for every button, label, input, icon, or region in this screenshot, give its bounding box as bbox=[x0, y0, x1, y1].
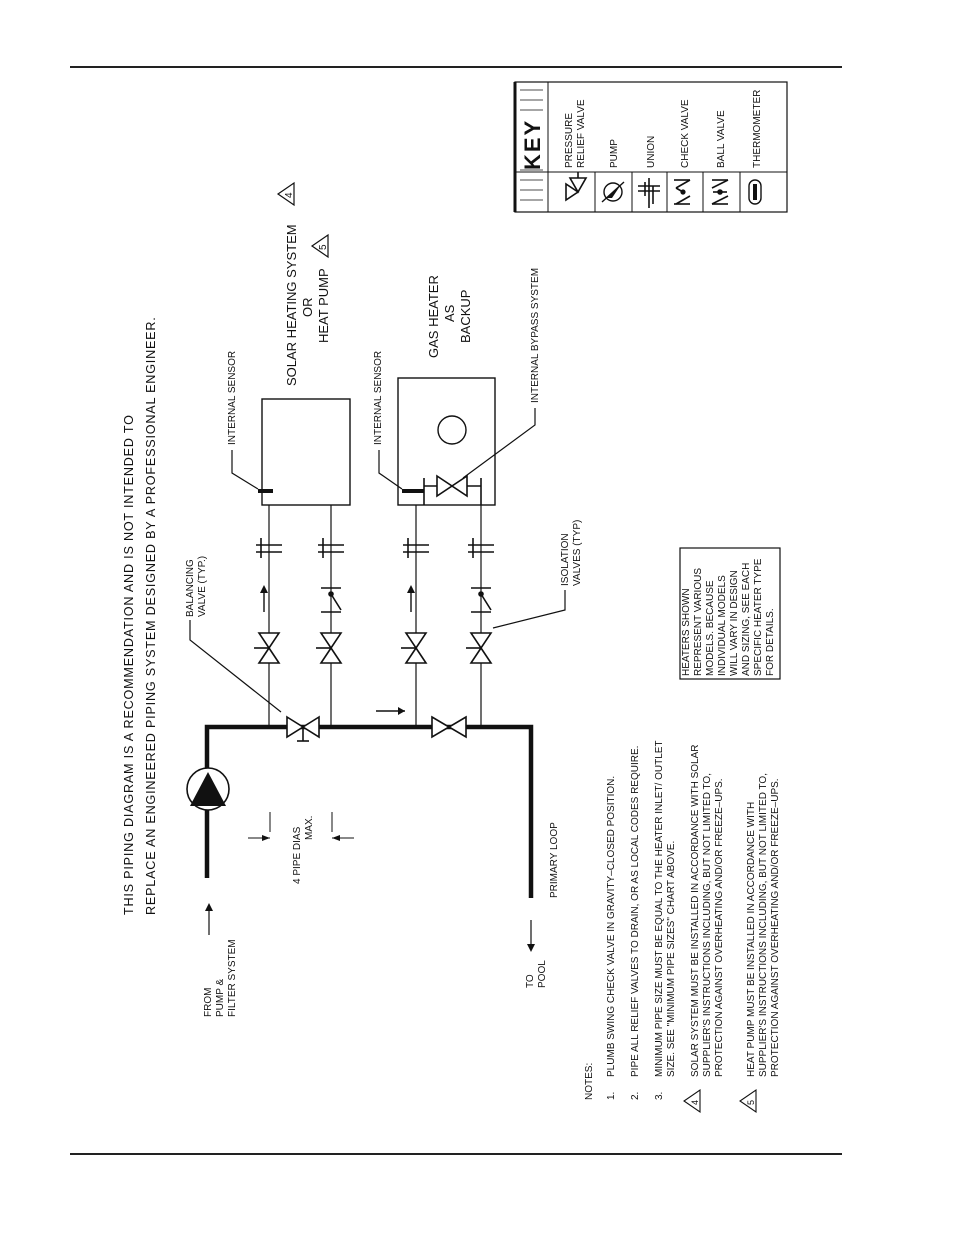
note-1-num: 1. bbox=[606, 1092, 617, 1100]
svg-text:5: 5 bbox=[746, 1100, 756, 1105]
solar-branch-valve-1 bbox=[254, 632, 281, 664]
balancing-valve-main bbox=[286, 715, 320, 742]
pipe-dia-dimension bbox=[248, 812, 354, 841]
note-4-line-3: PROTECTION AGAINST OVERHEATING AND/OR FR… bbox=[714, 778, 725, 1077]
internal-bypass bbox=[423, 408, 536, 505]
note-3-line-2: SIZE. SEE "MINIMUM PIPE SIZES" CHART ABO… bbox=[666, 841, 677, 1077]
primary-loop-pipe bbox=[204, 724, 534, 898]
note-2-line-1: PIPE ALL RELIEF VALVES TO DRAIN, OR AS L… bbox=[630, 746, 641, 1077]
gas-union-2 bbox=[468, 538, 494, 558]
key-label-pressure-relief-1: PRESSURE bbox=[564, 113, 575, 168]
key-label-pressure-relief-2: RELIEF VALVE bbox=[576, 99, 587, 168]
gas-label-1: GAS HEATER bbox=[426, 275, 441, 358]
from-label-1: FROM bbox=[203, 988, 214, 1017]
isolation-label-1: ISOLATION bbox=[560, 533, 571, 586]
key-label-check-valve: CHECK VALVE bbox=[680, 99, 691, 168]
isolation-label-2: VALVES (TYP) bbox=[572, 520, 583, 586]
key-label-ball-valve: BALL VALVE bbox=[716, 110, 727, 168]
key-title: KEY bbox=[520, 119, 545, 170]
from-label-3: FILTER SYSTEM bbox=[227, 939, 238, 1017]
internal-bypass-label: INTERNAL BYPASS SYSTEM bbox=[530, 268, 541, 403]
gas-heater-burner bbox=[437, 415, 467, 445]
gas-union-1 bbox=[403, 538, 429, 558]
to-label-1: TO bbox=[525, 974, 536, 988]
note-5-line-2: SUPPLIER'S INSTRUCTIONS INCLUDING, BUT N… bbox=[758, 773, 769, 1077]
balancing-label-1: BALANCING bbox=[185, 559, 196, 617]
solar-heater-box bbox=[261, 398, 351, 506]
key-legend: KEY PRESSURE RELIEF VALVE PUMP UNION CHE… bbox=[513, 81, 788, 213]
solar-label-1: SOLAR HEATING SYSTEM bbox=[284, 224, 299, 386]
check-valve-icon bbox=[674, 179, 691, 205]
key-label-union: UNION bbox=[646, 136, 657, 168]
top-rule bbox=[70, 66, 842, 68]
svg-text:4: 4 bbox=[284, 192, 295, 198]
svg-text:5: 5 bbox=[318, 244, 329, 250]
intro-line-2: REPLACE AN ENGINEERED PIPING SYSTEM DESI… bbox=[144, 316, 158, 915]
key-label-pump: PUMP bbox=[609, 139, 620, 168]
solar-branch-valve-2 bbox=[316, 632, 343, 664]
gas-heater-box bbox=[397, 377, 496, 506]
heaters-note-1: HEATERS SHOWN bbox=[681, 588, 692, 676]
gas-label-2: AS bbox=[442, 304, 457, 322]
heaters-note-6: AND SIZING, SEE EACH bbox=[741, 563, 752, 676]
note-5-line-1: HEAT PUMP MUST BE INSTALLED IN ACCORDANC… bbox=[746, 802, 757, 1077]
note-4-triangle: 4 bbox=[683, 1088, 701, 1114]
gas-branch-pipes bbox=[415, 505, 482, 727]
bottom-rule bbox=[70, 1153, 842, 1155]
ball-valve-icon bbox=[711, 179, 729, 205]
notes-section: NOTES: 1. PLUMB SWING CHECK VALVE IN GRA… bbox=[584, 740, 781, 1114]
heaters-note-4: INDIVIDUAL MODELS bbox=[717, 575, 728, 676]
heaters-note-8: FOR DETAILS. bbox=[765, 608, 776, 676]
isolation-leader bbox=[492, 590, 566, 629]
gas-branch-valve-2 bbox=[466, 632, 493, 664]
note-4-line-1: SOLAR SYSTEM MUST BE INSTALLED IN ACCORD… bbox=[690, 745, 701, 1077]
heaters-note-7: SPECIFIC HEATER TYPE bbox=[753, 558, 764, 676]
key-label-thermometer: THERMOMETER bbox=[752, 90, 763, 168]
bypass-valve-main bbox=[431, 715, 467, 739]
solar-internal-sensor-label: INTERNAL SENSOR bbox=[227, 351, 238, 445]
balancing-label-2: VALVE (TYP.) bbox=[197, 556, 208, 617]
note-2-num: 2. bbox=[630, 1092, 641, 1100]
note-5-line-3: PROTECTION AGAINST OVERHEATING AND/OR FR… bbox=[770, 778, 781, 1077]
heaters-note-box bbox=[679, 547, 781, 680]
solar-union-2 bbox=[318, 538, 344, 558]
solar-check-valve bbox=[321, 587, 342, 613]
primary-loop-label: PRIMARY LOOP bbox=[549, 822, 560, 898]
solar-label-2: OR bbox=[300, 298, 315, 318]
to-label-2: POOL bbox=[537, 960, 548, 988]
heaters-note-3: MODELS. BECAUSE bbox=[705, 580, 716, 676]
note-3-line-1: MINIMUM PIPE SIZE MUST BE EQUAL TO THE H… bbox=[654, 740, 665, 1077]
pressure-relief-valve-icon bbox=[565, 172, 588, 202]
gas-label-3: BACKUP bbox=[458, 290, 473, 343]
union-icon bbox=[638, 178, 660, 208]
solar-branch-pipes bbox=[268, 505, 332, 727]
intro-line-1: THIS PIPING DIAGRAM IS A RECOMMENDATION … bbox=[122, 414, 136, 915]
thermometer-icon bbox=[748, 179, 762, 205]
gas-branch-valve-1 bbox=[401, 632, 428, 664]
pump-symbol bbox=[186, 767, 230, 811]
solar-label-3: HEAT PUMP bbox=[316, 268, 331, 343]
note-5-badge: 5 bbox=[310, 233, 329, 259]
svg-text:4: 4 bbox=[690, 1100, 700, 1105]
note-4-line-2: SUPPLIER'S INSTRUCTIONS INCLUDING, BUT N… bbox=[702, 773, 713, 1077]
pipe-dias-label-2: MAX. bbox=[304, 816, 315, 840]
from-label-2: PUMP & bbox=[215, 979, 226, 1017]
pump-icon bbox=[601, 181, 625, 203]
note-3-num: 3. bbox=[654, 1092, 665, 1100]
solar-union-1 bbox=[256, 538, 282, 558]
note-1-line-1: PLUMB SWING CHECK VALVE IN GRAVITY–CLOSE… bbox=[606, 776, 617, 1077]
balancing-leader bbox=[189, 620, 282, 713]
gas-check-valve bbox=[471, 587, 492, 613]
heaters-note-5: WILL VARY IN DESIGN bbox=[729, 570, 740, 676]
notes-title: NOTES: bbox=[584, 1063, 595, 1100]
note-4-badge: 4 bbox=[276, 181, 295, 207]
pipe-dias-label-1: 4 PIPE DIAS bbox=[292, 826, 303, 884]
heaters-note-2: REPRESENT VARIOUS bbox=[693, 568, 704, 676]
note-5-triangle: 5 bbox=[739, 1088, 757, 1114]
gas-internal-sensor-label: INTERNAL SENSOR bbox=[373, 351, 384, 445]
